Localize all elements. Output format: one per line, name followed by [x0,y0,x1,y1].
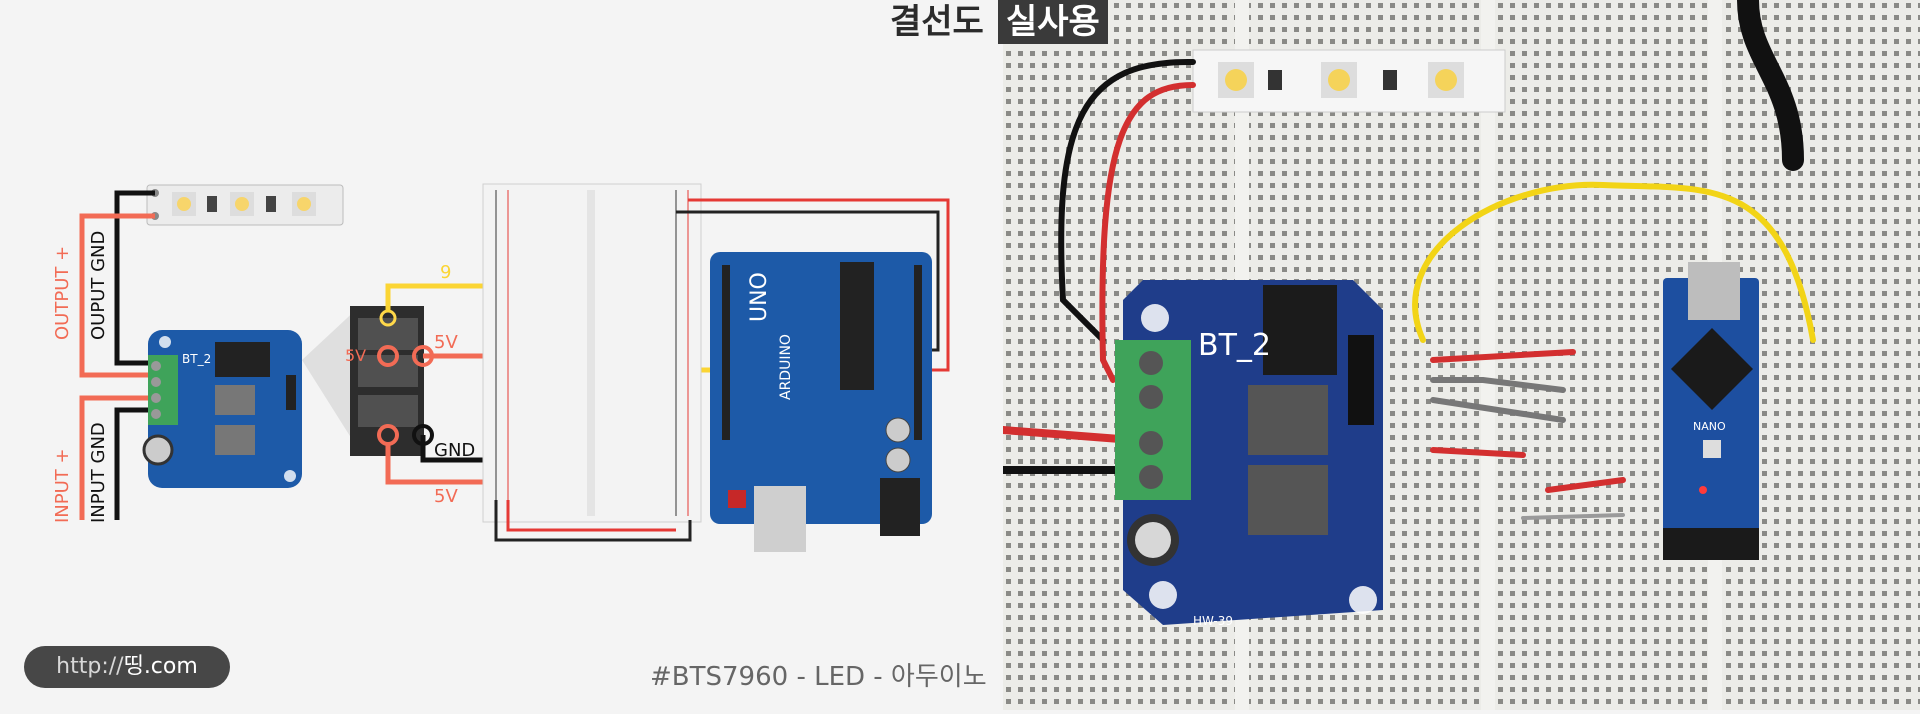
arduino-uno: UNO ARDUINO [710,252,932,552]
hw39-label: HW-39 [1193,614,1233,628]
bt2-label-photo: BT_2 [1198,328,1271,363]
bt2-label-left: BT_2 [182,352,211,366]
input-wires [79,395,155,520]
nano-label: NANO [1693,420,1726,433]
zoom-callout [302,306,360,452]
url-prefix: http:// [56,654,124,679]
output-plus-label: OUTPUT + [52,245,73,340]
bts7960-module: BT_2 [142,330,302,488]
site-url-badge[interactable]: http://띵.com [24,646,230,688]
wiring-title: 결선도 [890,2,984,42]
uno-label: UNO [747,272,772,322]
real-photo-panel: BT_2 HW-39 NANO [1003,0,1920,710]
real-photo-svg: BT_2 HW-39 NANO [1003,0,1920,710]
input-gnd-label: INPUT GND [88,422,109,523]
arduino-label: ARDUINO [778,334,794,400]
header-zoom [350,306,434,456]
pin9-label: 9 [440,262,452,283]
breadboard [482,183,702,523]
output-wires [79,190,155,378]
led-strip [146,184,344,226]
wiring-diagram-panel: BT_2 [24,183,987,692]
gnd-label: GND [434,440,476,461]
wiring-diagram-svg: BT_2 [79,183,950,552]
input-plus-label: INPUT + [52,448,73,523]
5v-top-label: 5V [434,332,458,353]
arduino-nano-photo: NANO [1663,262,1759,560]
url-domain: 띵.com [123,654,198,679]
5v-side-label: 5V [345,346,367,365]
photo-wires [1003,0,1816,520]
power-wires [494,198,950,542]
output-gnd-label: OUPUT GND [88,230,109,340]
led-strip-photo [1192,49,1506,113]
real-use-title: 실사용 [998,0,1108,44]
5v-bottom-label: 5V [434,486,458,507]
bts7960-photo: BT_2 HW-39 [1115,280,1383,628]
hashtag-caption: #BTS7960 - LED - 아두이노 [650,662,987,692]
